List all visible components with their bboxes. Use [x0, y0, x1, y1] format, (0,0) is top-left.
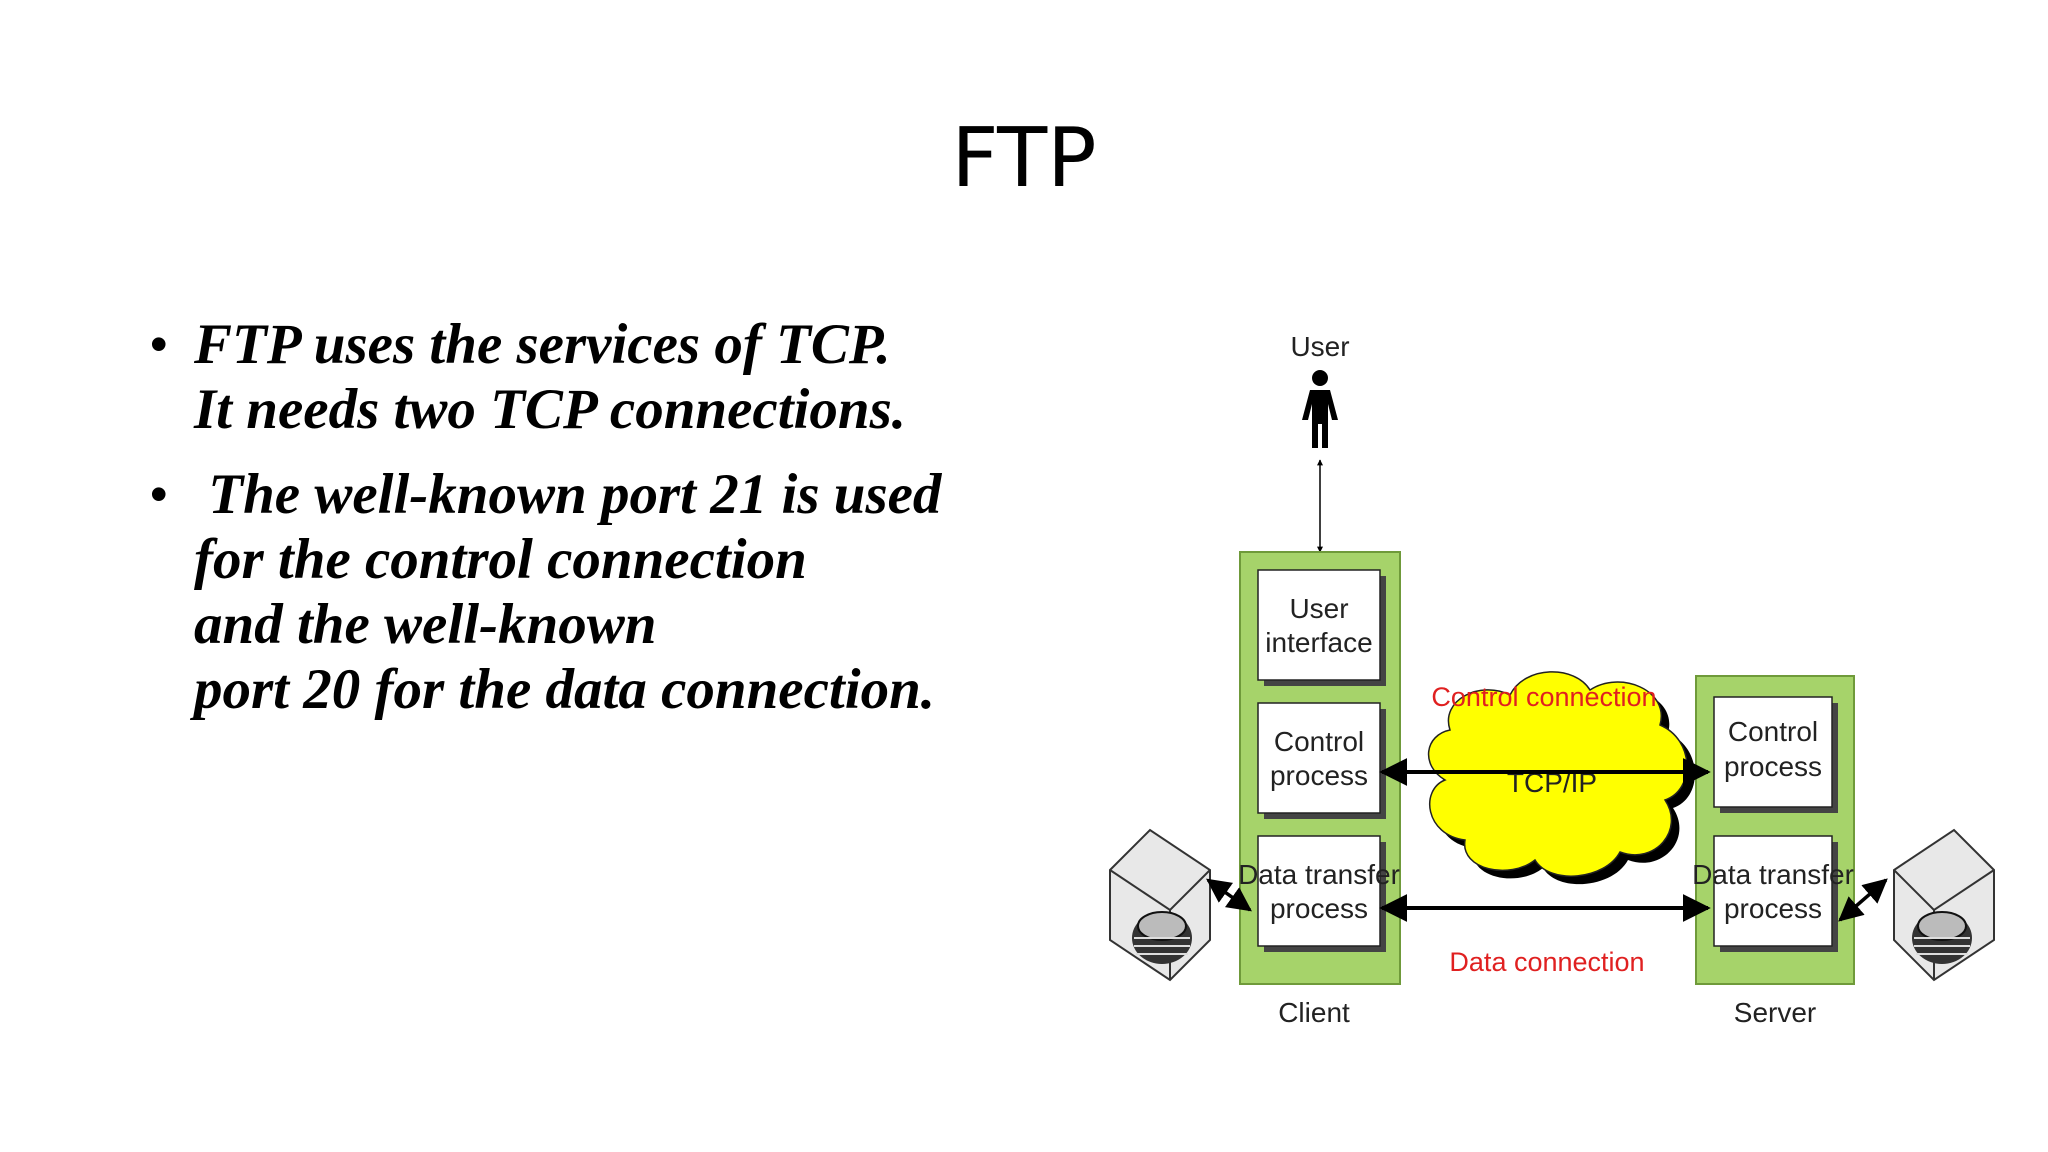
client-user-interface-box: User interface: [1257, 569, 1386, 686]
server-disk-arrow: [1838, 878, 1888, 922]
client-label: Client: [1278, 997, 1350, 1028]
client-disk-arrow: [1206, 878, 1252, 912]
server-data-transfer-box: Data transfer process: [1692, 835, 1854, 952]
bullet-line: FTP uses the services of TCP.: [194, 313, 891, 376]
bullet-line: and the well-known: [194, 593, 657, 656]
svg-text:process: process: [1724, 751, 1822, 782]
svg-text:process: process: [1270, 893, 1368, 924]
bullet-dot: •: [150, 316, 168, 372]
bullet-line: It needs two TCP connections.: [194, 378, 906, 441]
svg-text:process: process: [1270, 760, 1368, 791]
client-control-process-box: Control process: [1257, 702, 1386, 819]
control-connection-label: Control connection: [1431, 682, 1656, 712]
svg-text:Data transfer: Data transfer: [1692, 859, 1854, 890]
svg-text:Data transfer: Data transfer: [1238, 859, 1400, 890]
bullet-dot: •: [150, 466, 168, 522]
data-connection-label: Data connection: [1449, 947, 1644, 977]
svg-text:process: process: [1724, 893, 1822, 924]
bullet-line: port 20 for the data connection.: [194, 658, 936, 721]
slide-title: FTP: [951, 111, 1097, 206]
ftp-diagram: User User interface Control process Data…: [1109, 331, 1995, 1028]
user-icon: [1302, 370, 1338, 448]
user-label: User: [1290, 331, 1349, 362]
server-control-process-box: Control process: [1713, 696, 1838, 813]
bullet-line: for the control connection: [194, 528, 807, 591]
svg-text:Control: Control: [1728, 716, 1818, 747]
bullet-item: • FTP uses the services of TCP. It needs…: [150, 312, 1050, 442]
bullet-list: • FTP uses the services of TCP. It needs…: [150, 312, 1050, 742]
bullet-item: • The well-known port 21 is used for the…: [150, 462, 1050, 722]
bullet-line: The well-known port 21 is used: [194, 463, 942, 526]
server-disk-icon: [1893, 828, 1995, 982]
svg-text:interface: interface: [1265, 627, 1372, 658]
svg-text:Control: Control: [1274, 726, 1364, 757]
server-label: Server: [1734, 997, 1816, 1028]
client-data-transfer-box: Data transfer process: [1238, 835, 1400, 952]
svg-text:User: User: [1289, 593, 1348, 624]
client-disk-icon: [1109, 828, 1211, 982]
